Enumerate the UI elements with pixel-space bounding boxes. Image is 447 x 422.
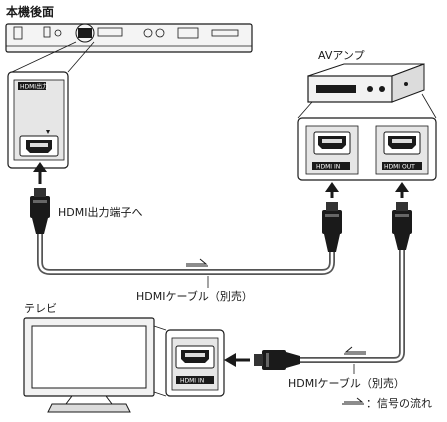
amp-zoom-line-left	[297, 101, 313, 119]
legend-signal-arrow-icon	[342, 397, 364, 405]
cable-1-label: HDMIケーブル（別売）	[136, 290, 253, 303]
tv-hdmi-in-port: HDMI IN	[165, 329, 225, 397]
tv-in-label: HDMI IN	[180, 378, 204, 385]
signal-flow-arrow-cable-1	[186, 258, 208, 267]
amp-out-label: HDMI OUT	[384, 164, 415, 171]
cable-2-label: HDMIケーブル（別売）	[288, 377, 405, 390]
tv-device	[23, 317, 155, 413]
tv-zoom-line-bottom	[153, 391, 167, 397]
amp-hdmi-out-port: HDMI OUT	[375, 125, 429, 175]
player-port-label: HDMI出力	[20, 83, 48, 91]
arrow-into-player	[33, 162, 47, 184]
amp-hdmi-in-port: HDMI IN	[305, 125, 359, 175]
player-hdmi-out-port: HDMI出力	[7, 71, 69, 169]
player-rear-panel	[5, 23, 253, 53]
hdmi-output-terminal-label: HDMI出力端子へ	[58, 206, 143, 219]
tv-zoom-line-top	[153, 325, 167, 331]
zoom-line-left	[11, 41, 77, 73]
av-amp-device	[307, 63, 425, 103]
arrow-into-tv	[224, 353, 250, 367]
zoom-line-right	[67, 41, 95, 73]
cable-1-plug-player	[30, 188, 50, 234]
signal-flow-legend-label: ：信号の流れ	[366, 397, 432, 410]
amp-zoom-line-right	[421, 93, 437, 119]
hdmi-cable-2	[295, 245, 405, 363]
av-amp-label: AVアンプ	[318, 49, 365, 62]
amp-port-panel: HDMI IN HDMI OUT	[297, 117, 437, 181]
arrow-into-amp-in	[325, 182, 339, 198]
cable-2-plug-tv	[254, 350, 300, 370]
rear-panel-label: 本機後面	[6, 5, 55, 19]
arrow-from-amp-out	[395, 182, 409, 198]
cable-2-plug-amp	[392, 202, 412, 250]
hdmi-cable-1	[37, 229, 335, 275]
tv-label: テレビ	[24, 302, 57, 315]
cable-1-plug-amp	[322, 202, 342, 252]
signal-flow-arrow-cable-2	[344, 346, 366, 355]
amp-in-label: HDMI IN	[316, 164, 340, 171]
